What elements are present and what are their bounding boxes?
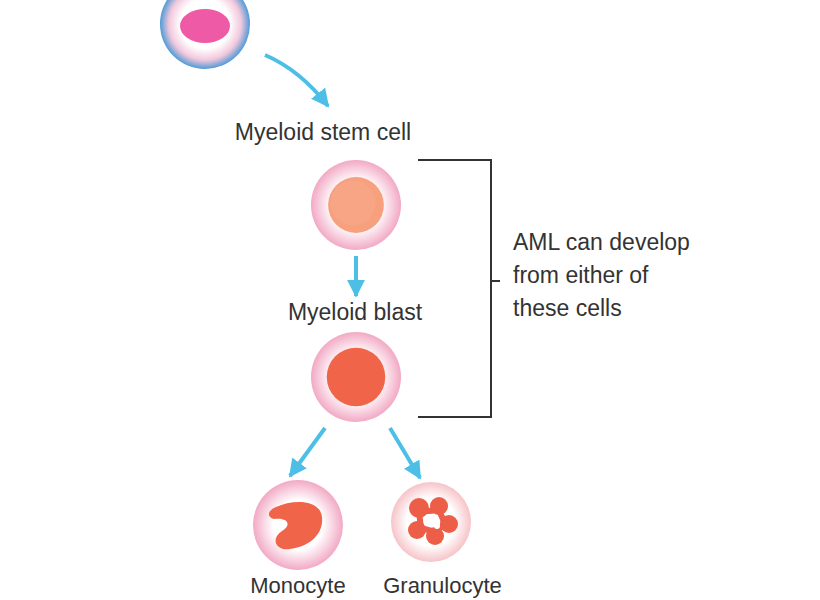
cell-illustration [251,478,345,572]
top-cell [160,0,250,69]
bracket [418,160,500,417]
arrow-connector [354,256,358,296]
cell-label: Granulocyte [375,572,510,600]
arrow [265,55,328,106]
arrow-connector [290,428,325,476]
cell-node: Granulocyte [375,480,510,600]
bracket-note: AML can develop from either of these cel… [513,226,691,325]
cell-label: Monocyte [223,572,373,600]
cell-illustration [309,330,403,424]
cell-label: Myeloid stem cell [213,118,433,146]
cell-illustration [309,158,403,252]
cell-node: Myeloid stem cell [213,118,433,252]
cell-node: Monocyte [223,478,373,600]
cell-label: Myeloid blast [265,298,445,326]
cell-illustration [389,480,473,564]
arrow-connector [390,428,420,478]
cell-node: Myeloid blast [265,298,445,424]
